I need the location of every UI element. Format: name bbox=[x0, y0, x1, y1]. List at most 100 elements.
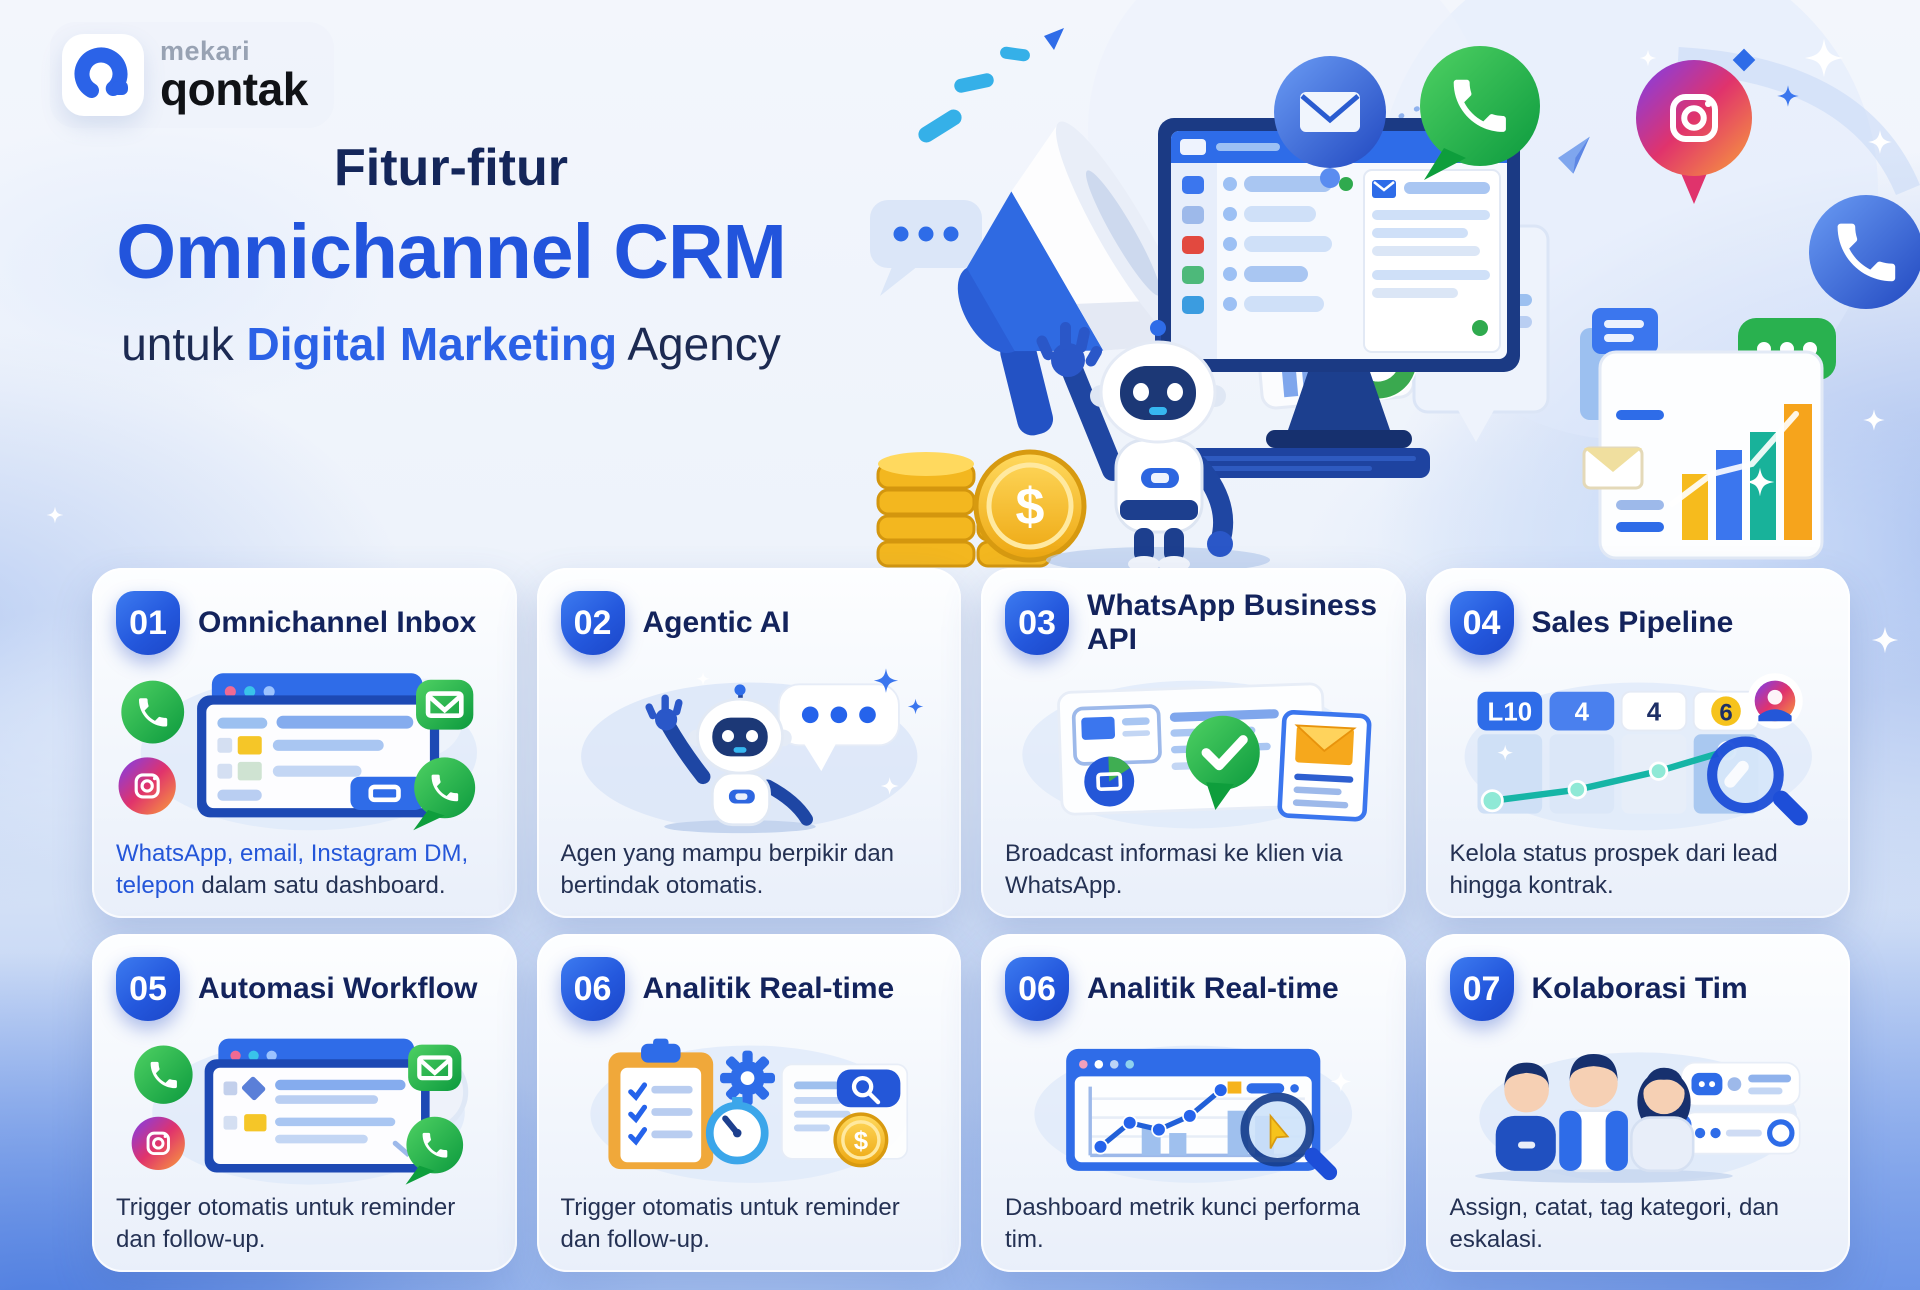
card-number-badge: 04 bbox=[1449, 591, 1514, 655]
card-description-main: Dashboard metrik kunci performa tim. bbox=[1005, 1194, 1360, 1253]
brand-qontak-label: qontak bbox=[160, 63, 308, 116]
person-avatar bbox=[1557, 1054, 1629, 1173]
agentic-robot-illustration bbox=[580, 668, 923, 834]
kanban-column-label: 4 bbox=[1646, 698, 1661, 726]
card-description-main: Trigger otomatis untuk reminder dan foll… bbox=[560, 1194, 900, 1253]
card-description: Agen yang mampu berpikir dan bertindak o… bbox=[561, 838, 938, 902]
card-description: Trigger otomatis untuk reminder dan foll… bbox=[116, 1192, 493, 1256]
magnifier-icon bbox=[1240, 1092, 1338, 1181]
card-description-main: Trigger otomatis untuk reminder dan foll… bbox=[116, 1194, 456, 1253]
card-number-badge: 01 bbox=[116, 591, 180, 655]
analytics-tools-illustration: $ bbox=[589, 1038, 908, 1183]
check-bubble-icon bbox=[1185, 715, 1260, 810]
speech-bubble-icon bbox=[777, 683, 900, 772]
kanban-column-label: L10 bbox=[1487, 698, 1532, 726]
person-avatar bbox=[1629, 1067, 1694, 1173]
phone-icon bbox=[134, 1045, 193, 1104]
card-description: Assign, catat, tag kategori, dan eskalas… bbox=[1450, 1192, 1827, 1256]
card-description-main: Kelola status prospek dari lead hingga k… bbox=[1449, 840, 1778, 899]
card-description: Broadcast informasi ke klien via WhatsAp… bbox=[1005, 838, 1382, 902]
kanban-column-label: 6 bbox=[1719, 699, 1732, 726]
sparkle-icon bbox=[1871, 626, 1899, 654]
card-kolaborasi-tim: 07 Kolaborasi Tim bbox=[1425, 934, 1850, 1272]
brand-mekari-label: mekari bbox=[160, 35, 251, 66]
hero-illustration: $ bbox=[870, 0, 1920, 572]
card-automasi-workflow: 05 Automasi Workflow bbox=[92, 934, 517, 1272]
mail-icon bbox=[408, 1044, 462, 1091]
qontak-logo-tile bbox=[62, 34, 144, 116]
sparkle-icon bbox=[46, 506, 64, 524]
card-number-badge: 03 bbox=[1005, 591, 1069, 655]
workflow-inbox-illustration bbox=[131, 1038, 469, 1185]
card-description: Dashboard metrik kunci performa tim. bbox=[1005, 1192, 1382, 1256]
headline-line3-pre: untuk bbox=[121, 318, 247, 370]
sparkle-icon bbox=[907, 698, 923, 715]
card-title: Sales Pipeline bbox=[1531, 606, 1734, 640]
card-sales-pipeline: 04 Sales Pipeline bbox=[1425, 568, 1850, 918]
card-description-main: Agen yang mampu berpikir dan bertindak o… bbox=[560, 840, 895, 899]
stopwatch-icon bbox=[705, 1096, 769, 1165]
monitor-illustration bbox=[1158, 118, 1520, 478]
card-title: Analitik Real-time bbox=[642, 972, 895, 1006]
feature-cards-grid: 01 Omnichannel Inbox bbox=[92, 568, 1850, 1272]
headline-line3-accent: Digital Marketing bbox=[246, 318, 618, 370]
card-number-badge: 06 bbox=[560, 957, 625, 1021]
kanban-column-label: 4 bbox=[1574, 698, 1589, 726]
card-description: WhatsApp, email, Instagram DM, telepon d… bbox=[116, 838, 493, 902]
card-analitik-realtime-2: 06 Analitik Real-time bbox=[981, 934, 1406, 1272]
card-description-main: dalam satu dashboard. bbox=[201, 871, 446, 899]
broadcast-message-card bbox=[1277, 709, 1372, 822]
card-number-badge: 02 bbox=[560, 591, 625, 655]
clipboard-icon bbox=[607, 1038, 713, 1170]
mail-icon bbox=[416, 679, 474, 730]
headline-line3: untuk Digital Marketing Agency bbox=[66, 317, 836, 371]
card-title: Analitik Real-time bbox=[1087, 972, 1339, 1006]
email-icon bbox=[1274, 56, 1386, 188]
whatsapp-icon bbox=[413, 757, 476, 831]
hero-swoosh bbox=[1677, 47, 1920, 196]
action-bar-panel bbox=[1681, 1111, 1801, 1155]
sound-dash-icon bbox=[918, 28, 1064, 143]
card-description-accent: WhatsApp, email, Instagram DM, telepon bbox=[116, 840, 469, 899]
team-collaboration-illustration bbox=[1474, 1052, 1801, 1183]
headline-line3-post: Agency bbox=[617, 318, 781, 370]
whatsapp-broadcast-illustration bbox=[1022, 680, 1372, 829]
analytics-dashboard-illustration bbox=[1034, 1045, 1353, 1183]
instagram-icon bbox=[118, 757, 176, 815]
card-description: Trigger otomatis untuk reminder dan foll… bbox=[561, 1192, 938, 1256]
card-title: WhatsApp Business API bbox=[1087, 589, 1378, 656]
person-avatar bbox=[1495, 1062, 1556, 1171]
card-number-badge: 06 bbox=[1005, 957, 1069, 1021]
reply-button-shape bbox=[350, 776, 425, 810]
megaphone-icon bbox=[957, 121, 1191, 436]
trend-line bbox=[1488, 747, 1730, 804]
card-analitik-realtime-1: 06 Analitik Real-time bbox=[536, 934, 961, 1272]
whatsapp-icon bbox=[405, 1116, 464, 1185]
magnifier-icon bbox=[1706, 736, 1808, 826]
search-pill-icon bbox=[836, 1069, 900, 1108]
speech-bubble-icon bbox=[870, 200, 982, 296]
instagram-icon bbox=[131, 1116, 185, 1170]
coins-icon: $ bbox=[876, 449, 1087, 568]
phone-icon bbox=[121, 680, 185, 744]
inbox-illustration bbox=[118, 673, 478, 831]
dollar-symbol: $ bbox=[853, 1127, 867, 1155]
headline-line2: Omnichannel CRM bbox=[116, 209, 787, 295]
avatar-badge bbox=[1746, 673, 1803, 729]
card-omnichannel-inbox: 01 Omnichannel Inbox bbox=[92, 568, 517, 918]
phone-icon bbox=[1809, 195, 1920, 309]
card-description-main: Assign, catat, tag kategori, dan eskalas… bbox=[1449, 1194, 1780, 1253]
card-description-main: Broadcast informasi ke klien via WhatsAp… bbox=[1005, 840, 1343, 899]
instagram-icon bbox=[1636, 60, 1752, 204]
headline-block: Fitur-fitur Omnichannel CRM untuk Digita… bbox=[66, 138, 836, 371]
sales-pipeline-illustration: L10 4 4 6 bbox=[1464, 673, 1812, 831]
card-title: Automasi Workflow bbox=[198, 972, 478, 1006]
whatsapp-icon bbox=[1420, 46, 1540, 180]
brand-logo: mekari qontak bbox=[50, 22, 334, 128]
sparkle-icon bbox=[695, 672, 710, 686]
chat-row-panel bbox=[1679, 1061, 1801, 1107]
target-icon bbox=[1766, 1119, 1795, 1147]
qontak-q-icon bbox=[74, 47, 128, 101]
card-whatsapp-business-api: 03 WhatsApp Business API bbox=[981, 568, 1406, 918]
